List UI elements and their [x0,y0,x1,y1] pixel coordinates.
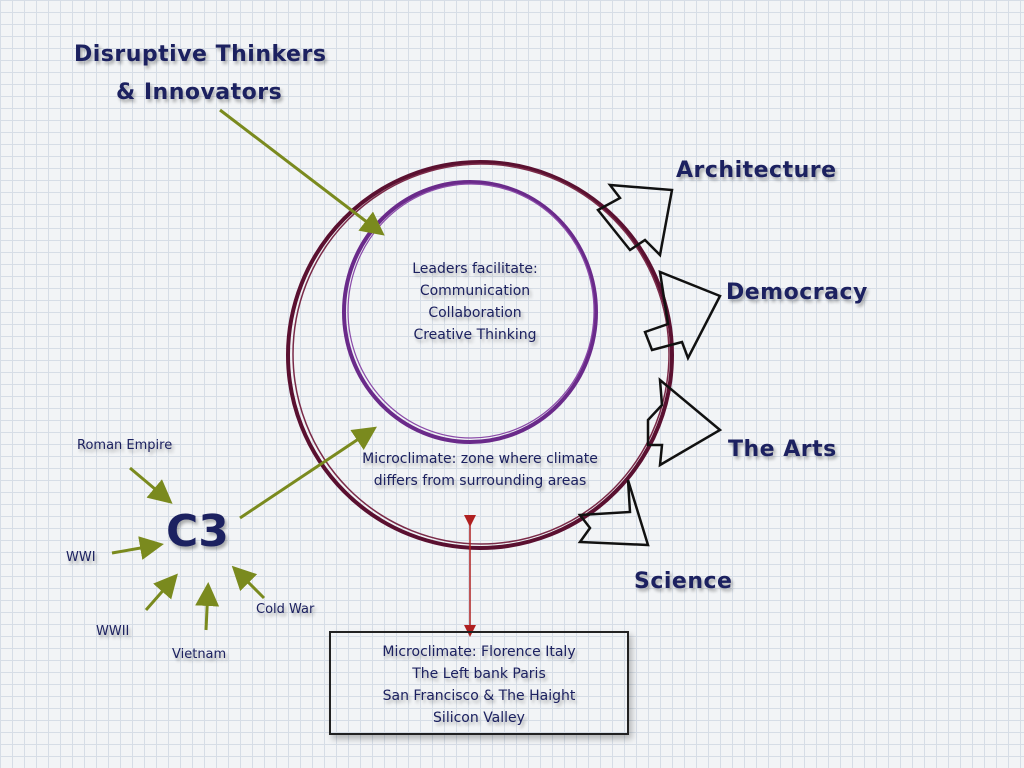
example-line: Microclimate: Florence Italy [382,644,576,660]
outer-circle-text: Microclimate: zone where climate differs… [330,448,630,492]
output-science: Science [634,569,733,594]
inner-line: Leaders facilitate: [412,261,538,277]
examples-box [329,631,629,735]
example-line: San Francisco & The Haight [382,688,576,704]
inner-line: Communication [419,283,531,299]
arrow-c3-microclimate [239,426,377,520]
arrow-democracy [643,270,722,362]
input-arrows [111,108,385,631]
examples-text: Microclimate: Florence Italy The Left ba… [331,641,627,729]
arrow-arts [646,377,723,468]
inner-line: Creative Thinking [413,327,537,343]
input-wwii: WWII [96,624,130,639]
example-line: The Left bank Paris [412,666,546,682]
arrow-coldwar [231,565,266,600]
outer-circle [286,160,674,550]
arrow-vietnam [195,582,220,631]
title-line-2: & Innovators [116,80,283,105]
arrow-wwii [144,573,178,611]
outer-line: differs from surrounding areas [373,473,587,489]
arrow-science [577,479,650,547]
example-line: Silicon Valley [433,710,525,726]
inner-circle-text: Leaders facilitate: Communication Collab… [380,258,570,346]
output-architecture: Architecture [676,158,837,183]
arrow-architecture [596,183,674,258]
hub-c3: C3 [166,506,229,557]
input-wwi: WWI [66,550,96,565]
arrow-wwi [111,536,164,560]
arrow-roman [129,466,173,504]
input-cold-war: Cold War [256,602,315,617]
input-roman-empire: Roman Empire [77,438,173,453]
output-democracy: Democracy [726,280,868,305]
outer-line: Microclimate: zone where climate [362,451,598,467]
title-line-1: Disruptive Thinkers [74,42,327,67]
inner-line: Collaboration [428,305,522,321]
output-arrows [577,183,723,547]
input-vietnam: Vietnam [172,647,227,662]
output-arts: The Arts [728,437,837,462]
inner-circle [342,180,598,444]
arrow-disruptors [219,108,385,236]
